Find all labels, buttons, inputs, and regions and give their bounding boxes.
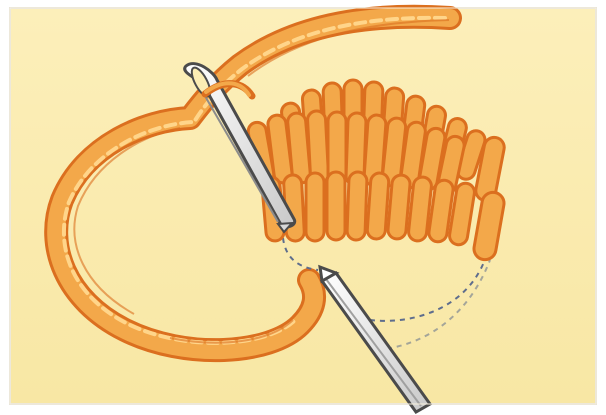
needle-and-thread-illustration: [0, 0, 606, 415]
embroidery-illustration: [0, 0, 606, 415]
